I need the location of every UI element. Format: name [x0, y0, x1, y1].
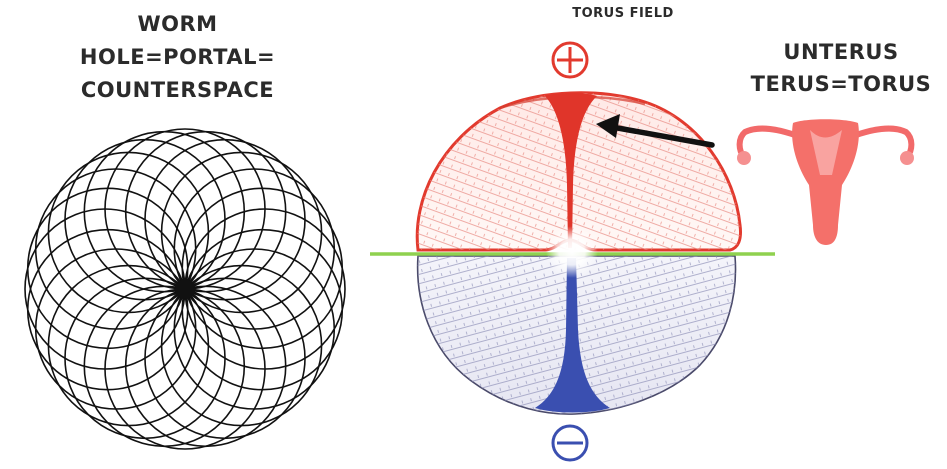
torus-pattern-ring [144, 138, 306, 301]
plus-pole-icon [551, 41, 589, 79]
wormhole-title-line-1: WORM [137, 12, 218, 36]
torus-pattern-ring [124, 130, 287, 293]
center-glow [546, 226, 598, 278]
upper-vortex [545, 93, 597, 248]
lower-vortex [535, 258, 610, 413]
torus-pattern-ring [160, 151, 323, 314]
arrow-icon [596, 114, 715, 148]
wormhole-title-line-3: COUNTERSPACE [80, 78, 275, 102]
wormhole-title: WORM HOLE=PORTAL= COUNTERSPACE [40, 8, 315, 107]
uterus-icon [736, 119, 915, 245]
uterus-title-line-1: UNTERUS [783, 40, 899, 64]
wormhole-title-line-2: HOLE=PORTAL= [79, 45, 276, 69]
uterus-title: UNTERUS TERUS=TORUS [735, 36, 947, 100]
torus-pattern-ring [173, 168, 336, 330]
minus-pole-icon [551, 424, 589, 462]
uterus-title-line-2: TERUS=TORUS [750, 72, 932, 96]
torus-pattern-ring [181, 187, 344, 350]
lower-torus-hemisphere [416, 255, 737, 415]
torus-circle-pattern-icon [24, 128, 346, 450]
torus-field-title: TORUS FIELD [572, 6, 674, 21]
torus-center-dot [175, 279, 195, 299]
upper-torus-hemisphere [415, 91, 742, 252]
